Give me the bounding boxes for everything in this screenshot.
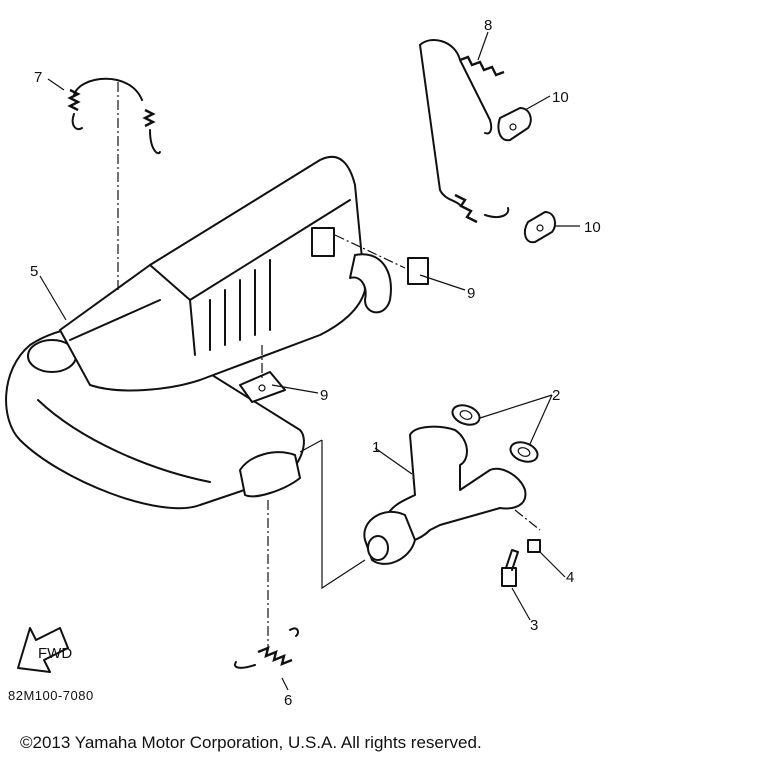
bolt-part-3 bbox=[501, 549, 519, 587]
callout-7: 7 bbox=[34, 69, 42, 86]
callout-9b: 9 bbox=[320, 387, 328, 404]
exhaust-joint-part-1 bbox=[363, 425, 527, 565]
callout-4: 4 bbox=[566, 569, 574, 586]
leader-lines bbox=[39, 31, 580, 691]
callout-10a: 10 bbox=[552, 89, 569, 106]
callout-2: 2 bbox=[552, 387, 560, 404]
nut-part-4 bbox=[527, 539, 541, 553]
callout-5: 5 bbox=[30, 263, 38, 280]
fwd-arrow-label: FWD bbox=[38, 645, 72, 662]
spring-part-6 bbox=[234, 627, 299, 669]
callout-6: 6 bbox=[284, 692, 292, 709]
muffler-pipe-part-5 bbox=[5, 324, 305, 510]
plate-part-10 bbox=[497, 107, 557, 244]
fwd-arrow: FWD bbox=[17, 627, 72, 673]
pad-part-9 bbox=[239, 257, 429, 403]
diagram-code: 82M100-7080 bbox=[8, 688, 94, 703]
muffler-body bbox=[59, 155, 392, 392]
callout-9a: 9 bbox=[467, 285, 475, 302]
spring-part-8 bbox=[419, 39, 510, 224]
copyright-notice: ©2013 Yamaha Motor Corporation, U.S.A. A… bbox=[20, 733, 482, 752]
spring-part-7 bbox=[67, 77, 161, 155]
callout-10b: 10 bbox=[584, 219, 601, 236]
exhaust-parts-diagram: FWD 1 2 3 4 5 6 7 8 9 9 10 10 bbox=[5, 17, 601, 709]
callout-numbers: 1 2 3 4 5 6 7 8 9 9 10 10 bbox=[30, 17, 601, 709]
gaskets-part-2 bbox=[451, 404, 539, 463]
callout-1: 1 bbox=[372, 439, 380, 456]
callout-3: 3 bbox=[530, 617, 538, 634]
callout-8: 8 bbox=[484, 17, 492, 34]
